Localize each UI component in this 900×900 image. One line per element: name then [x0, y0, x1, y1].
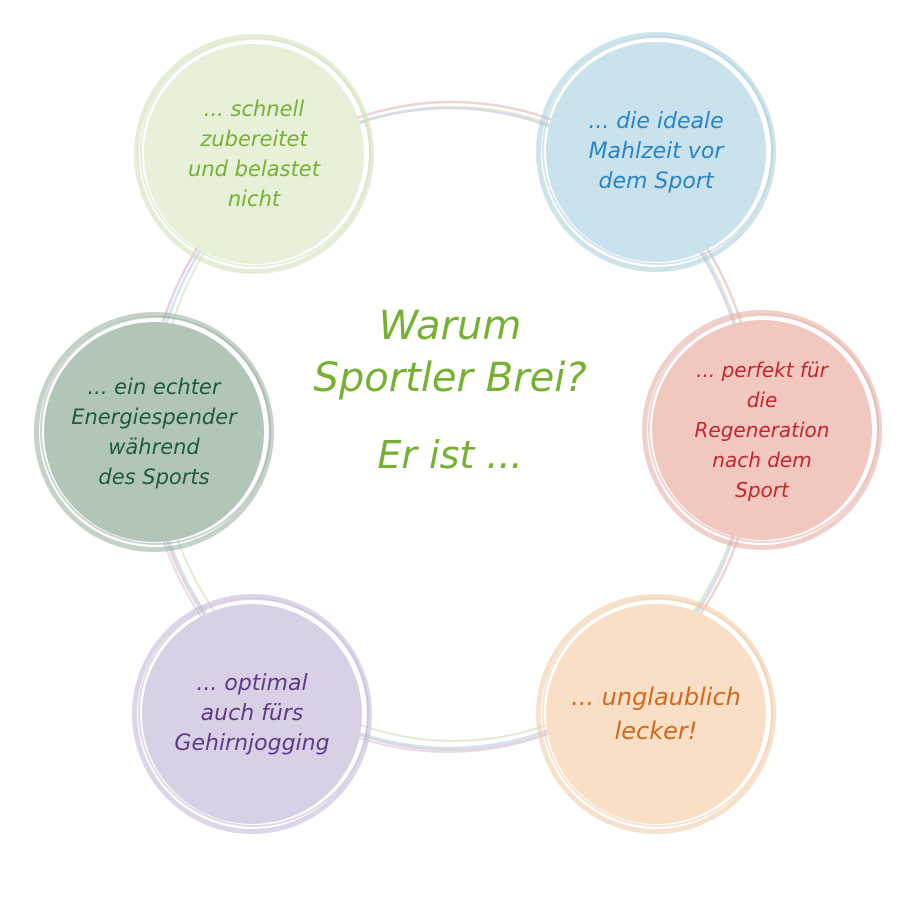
bubble-ideal-meal: ... die ideale Mahlzeit vor dem Sport [536, 32, 776, 272]
bubble-quick-prep: ... schnell zubereitet und belastet nich… [134, 34, 374, 274]
bubble-ring [138, 598, 369, 827]
bubble-text: ... perfekt für die Regeneration nach de… [694, 358, 830, 502]
bubble-brain-jogging: ... optimal auch fürs Gehirnjogging [132, 594, 372, 834]
bubble-ring [34, 312, 274, 552]
bubble-ring [132, 594, 372, 834]
bubble-regeneration: ... perfekt für die Regeneration nach de… [642, 310, 882, 550]
bubble-delicious: ... unglaublich lecker! [536, 594, 776, 834]
bubble-text: ... schnell zubereitet und belastet nich… [188, 97, 320, 211]
bubble-text: ... ein echter Energiespender während de… [71, 375, 237, 489]
bubble-ring [542, 598, 773, 827]
bubble-text: ... unglaublich lecker! [571, 683, 741, 745]
diagram-subtitle: Er ist ... [377, 433, 523, 477]
bubble-ring [134, 34, 374, 274]
bubble-energy-source: ... ein echter Energiespender während de… [34, 312, 274, 552]
bubble-ring [40, 316, 271, 545]
bubble-text: ... die ideale Mahlzeit vor dem Sport [588, 109, 724, 194]
bubble-ring [536, 32, 776, 272]
bubble-text: ... optimal auch fürs Gehirnjogging [174, 671, 330, 756]
bubble-ring [140, 38, 371, 267]
bubble-ring [536, 594, 776, 834]
diagram-title: Warum Sportler Brei? [313, 303, 587, 401]
center-heading: Warum Sportler Brei? Er ist ... [250, 300, 650, 478]
bubble-ring [642, 310, 882, 550]
bubble-ring [648, 314, 879, 543]
bubble-ring [542, 36, 773, 265]
